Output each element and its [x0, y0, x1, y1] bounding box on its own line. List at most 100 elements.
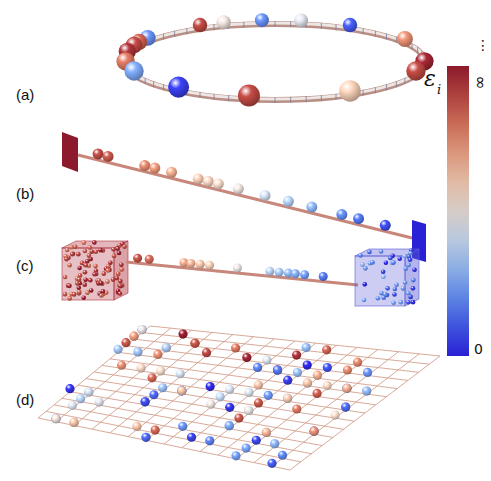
particle-sphere — [411, 278, 416, 283]
particle-sphere — [83, 270, 88, 275]
particle-sphere — [331, 411, 340, 420]
particle-sphere — [273, 365, 282, 374]
site-tick — [363, 28, 364, 34]
particle-sphere — [312, 389, 321, 398]
particle-sphere — [76, 252, 81, 257]
site-tick — [321, 23, 322, 29]
particle-sphere — [151, 425, 160, 434]
particle-sphere — [116, 272, 121, 277]
particle-sphere — [260, 190, 271, 201]
particle-sphere — [94, 249, 99, 254]
grid-line — [86, 379, 354, 422]
particle-sphere — [90, 249, 95, 254]
bath-front — [355, 256, 405, 306]
particle-sphere — [323, 381, 332, 390]
particle-sphere — [303, 378, 312, 387]
particle-sphere — [193, 18, 208, 33]
panel-label: (c) — [16, 258, 34, 273]
particle-sphere — [339, 80, 360, 101]
particle-sphere — [412, 267, 417, 272]
particle-sphere — [353, 358, 362, 367]
particle-sphere — [113, 345, 122, 354]
site-tick — [228, 95, 229, 101]
particle-sphere — [69, 418, 78, 427]
particle-sphere — [358, 253, 363, 258]
particle-sphere — [63, 292, 68, 297]
particle-sphere — [233, 183, 244, 194]
particle-sphere — [121, 338, 130, 347]
particle-sphere — [392, 292, 397, 297]
site-tick — [213, 24, 214, 30]
particle-sphere — [162, 343, 171, 352]
particle-sphere — [401, 286, 406, 291]
panel-label: (b) — [16, 186, 34, 201]
particle-sphere — [303, 378, 312, 387]
particle-sphere — [388, 256, 393, 261]
particle-sphere — [213, 178, 224, 189]
particle-sphere — [51, 414, 60, 423]
site-tick — [396, 37, 397, 43]
particle-sphere — [87, 253, 92, 258]
particle-sphere — [362, 282, 367, 287]
particle-sphere — [84, 387, 93, 396]
particle-sphere — [225, 403, 234, 412]
particle-sphere — [242, 443, 251, 452]
particle-sphere — [216, 392, 225, 401]
bath-side — [114, 241, 128, 300]
particle-sphere — [149, 390, 158, 399]
particle-sphere — [343, 18, 358, 33]
particle-sphere — [190, 339, 199, 348]
particle-sphere — [106, 268, 111, 273]
site-tick — [213, 94, 214, 100]
particle-sphere — [166, 167, 177, 178]
particle-sphere — [92, 272, 97, 277]
site-tick — [290, 21, 291, 27]
site-tick — [336, 94, 337, 100]
particle-sphere — [178, 422, 187, 431]
particle-sphere — [77, 266, 82, 271]
particle-sphere — [391, 300, 396, 305]
grid-line — [272, 354, 419, 466]
colorbar — [447, 66, 469, 356]
particle-sphere — [283, 376, 292, 385]
particle-sphere — [342, 384, 351, 393]
site-tick — [186, 28, 187, 34]
site-tick — [275, 97, 276, 103]
site-tick — [145, 78, 146, 84]
particle-sphere — [117, 251, 122, 256]
particle-sphere — [70, 252, 75, 257]
particle-sphere — [242, 353, 251, 362]
particle-sphere — [362, 298, 367, 303]
particle-sphere — [244, 406, 253, 415]
particle-sphere — [411, 300, 416, 305]
particle-sphere — [118, 284, 123, 289]
particle-sphere — [83, 249, 88, 254]
particle-sphere — [119, 267, 124, 272]
particle-sphere — [322, 345, 331, 354]
particle-sphere — [118, 279, 123, 284]
particle-sphere — [283, 394, 292, 403]
particle-sphere — [341, 402, 350, 411]
particle-sphere — [93, 264, 98, 269]
particle-sphere — [205, 261, 214, 270]
particle-sphere — [270, 439, 279, 448]
grid-line — [218, 347, 357, 455]
particle-sphere — [379, 249, 384, 254]
particle-sphere — [306, 202, 317, 213]
particle-sphere — [254, 380, 263, 389]
particle-sphere — [264, 391, 273, 400]
site-tick — [200, 92, 201, 98]
particle-sphere — [255, 13, 269, 27]
particle-sphere — [252, 436, 261, 445]
particle-sphere — [186, 259, 195, 268]
bath-line-panel — [62, 240, 419, 306]
particle-sphere — [283, 196, 294, 207]
particle-sphere — [278, 451, 287, 460]
particle-sphere — [225, 421, 234, 430]
particle-sphere — [370, 260, 375, 265]
particle-sphere — [238, 84, 260, 106]
panel-label: (d) — [16, 392, 34, 407]
particle-sphere — [262, 355, 271, 364]
particle-sphere — [283, 394, 292, 403]
particle-sphere — [141, 433, 150, 442]
